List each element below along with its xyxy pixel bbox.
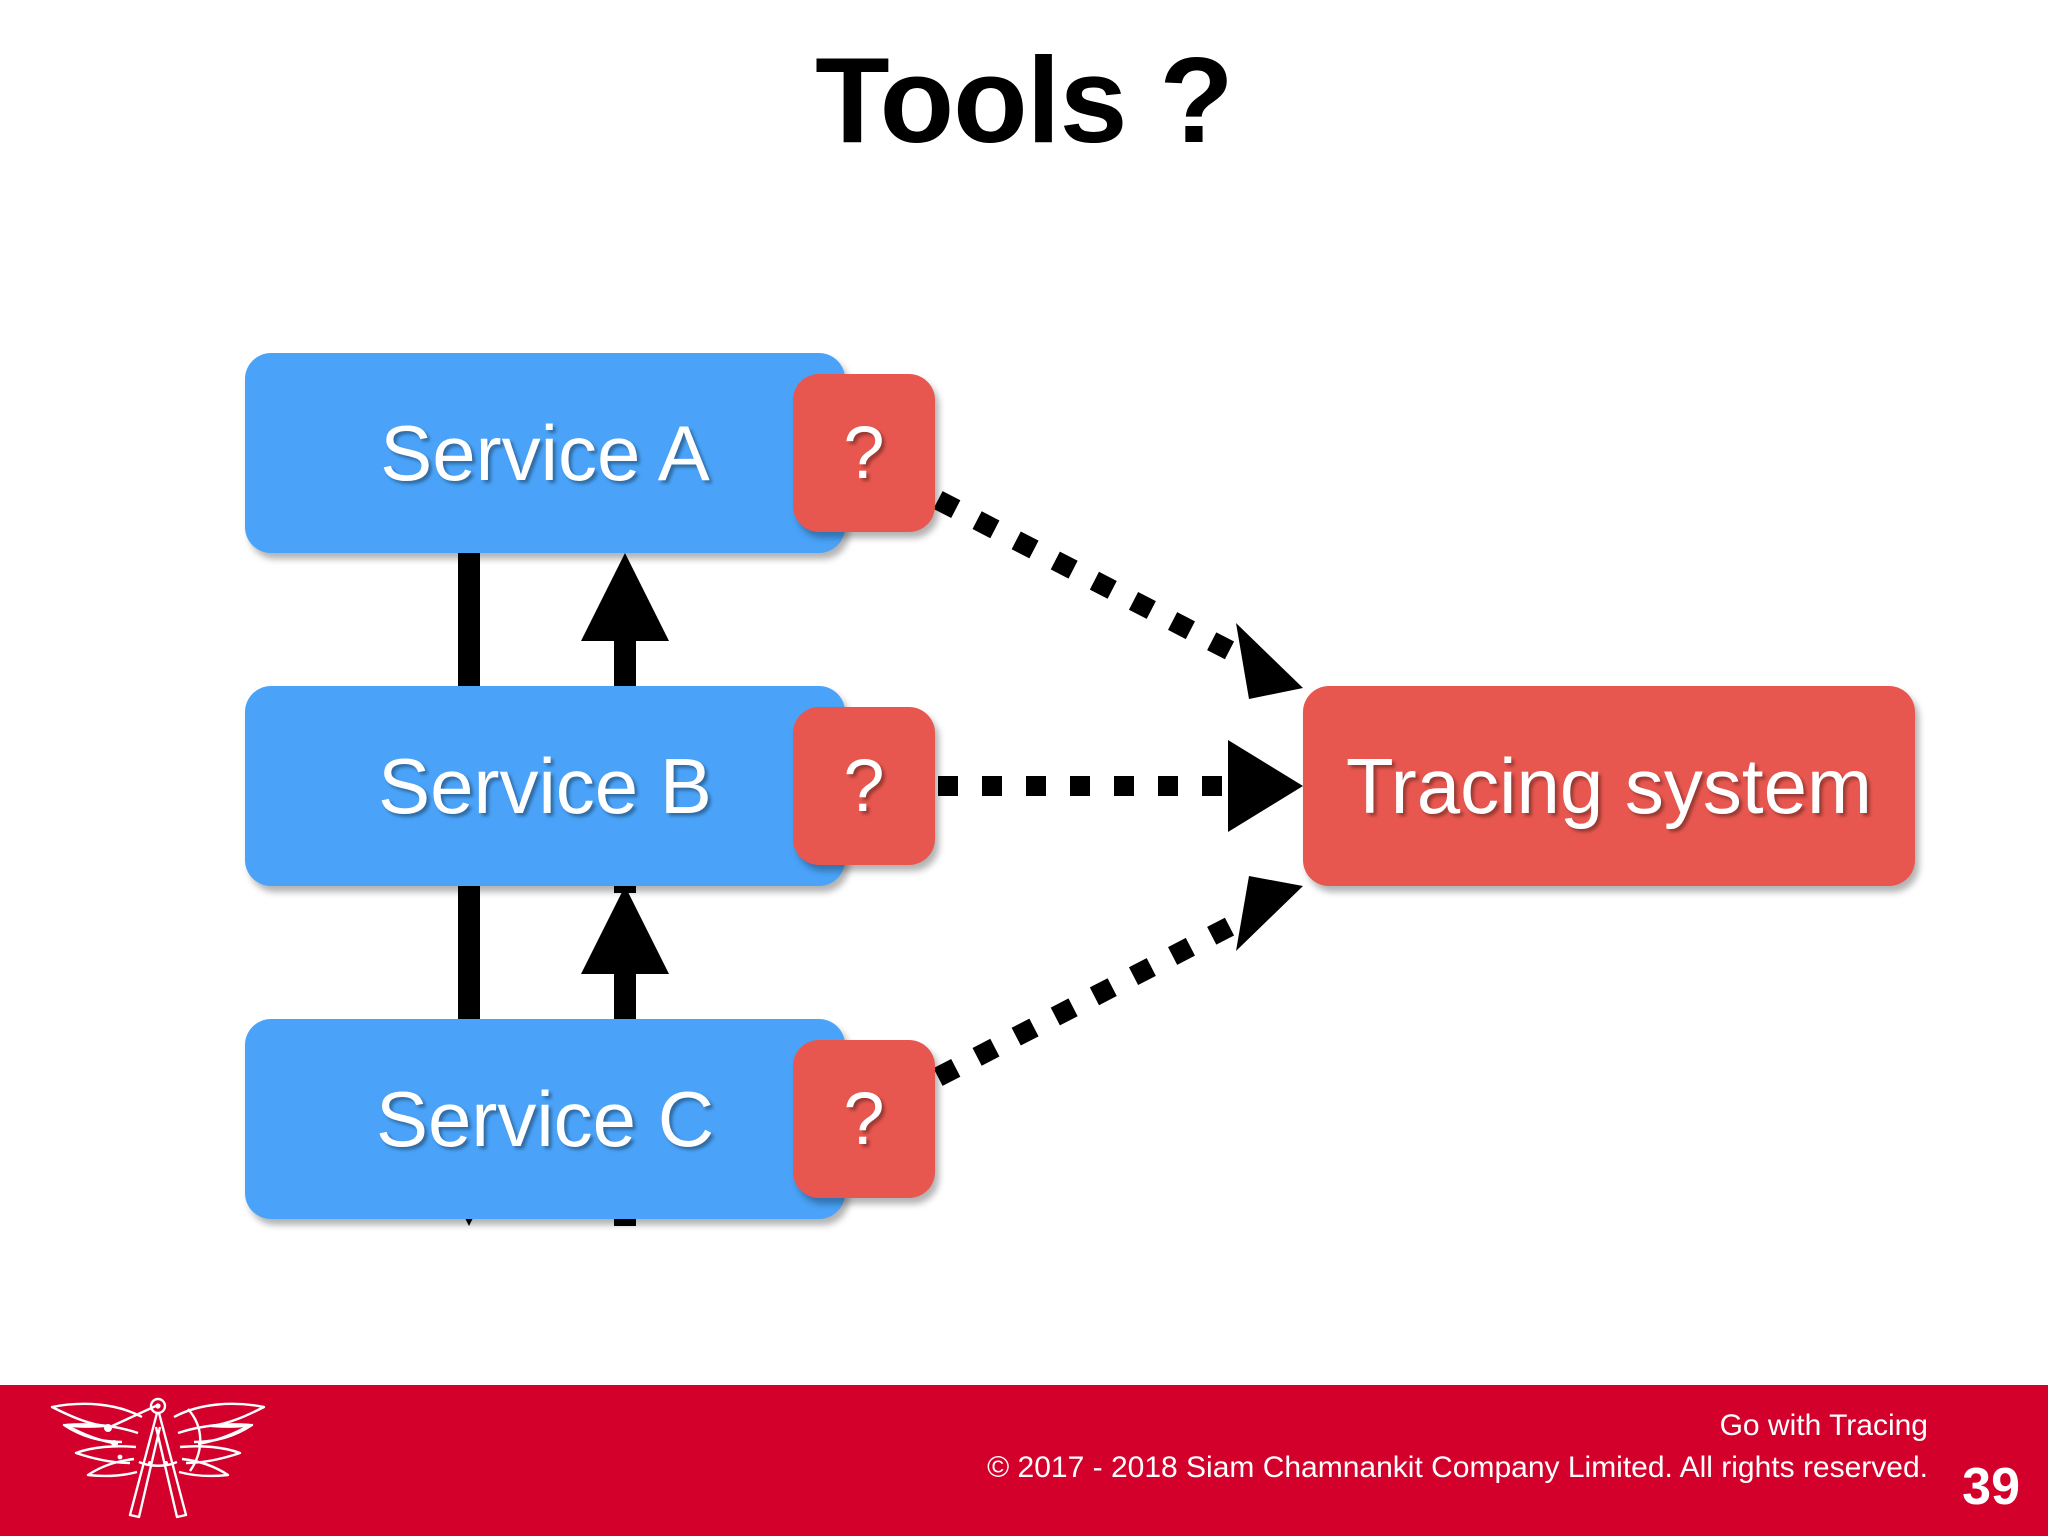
arrow-b-to-tracing: [938, 740, 1303, 832]
footer-bar: Go with Tracing © 2017 - 2018 Siam Chamn…: [0, 1385, 2048, 1536]
question-mark-icon: ?: [843, 411, 885, 494]
question-badge-c[interactable]: ?: [793, 1040, 935, 1198]
question-badge-b[interactable]: ?: [793, 707, 935, 865]
arrow-a-to-tracing: [933, 491, 1303, 699]
service-b-label: Service B: [378, 741, 712, 830]
service-box-c[interactable]: Service C: [245, 1019, 845, 1219]
question-mark-icon: ?: [843, 1077, 885, 1160]
service-box-a[interactable]: Service A: [245, 353, 845, 553]
arrow-c-to-tracing: [933, 876, 1303, 1086]
service-a-label: Service A: [380, 408, 710, 497]
copyright-notice: © 2017 - 2018 Siam Chamnankit Company Li…: [987, 1451, 1928, 1484]
winged-compass-logo-icon: [50, 1397, 266, 1519]
tracing-system-box[interactable]: Tracing system: [1303, 686, 1915, 886]
deck-name: Go with Tracing: [1719, 1409, 1928, 1442]
architecture-diagram: Service A ? Service B ? Service C ? Trac…: [245, 353, 1915, 1226]
page-number: 39: [1962, 1458, 2020, 1516]
service-c-label: Service C: [375, 1074, 715, 1163]
question-badge-a[interactable]: ?: [793, 374, 935, 532]
page-title: Tools ?: [815, 32, 1234, 168]
question-mark-icon: ?: [843, 744, 885, 827]
service-box-b[interactable]: Service B: [245, 686, 845, 886]
footer-text-block: Go with Tracing © 2017 - 2018 Siam Chamn…: [987, 1405, 1928, 1489]
tracing-system-label: Tracing system: [1346, 741, 1872, 830]
